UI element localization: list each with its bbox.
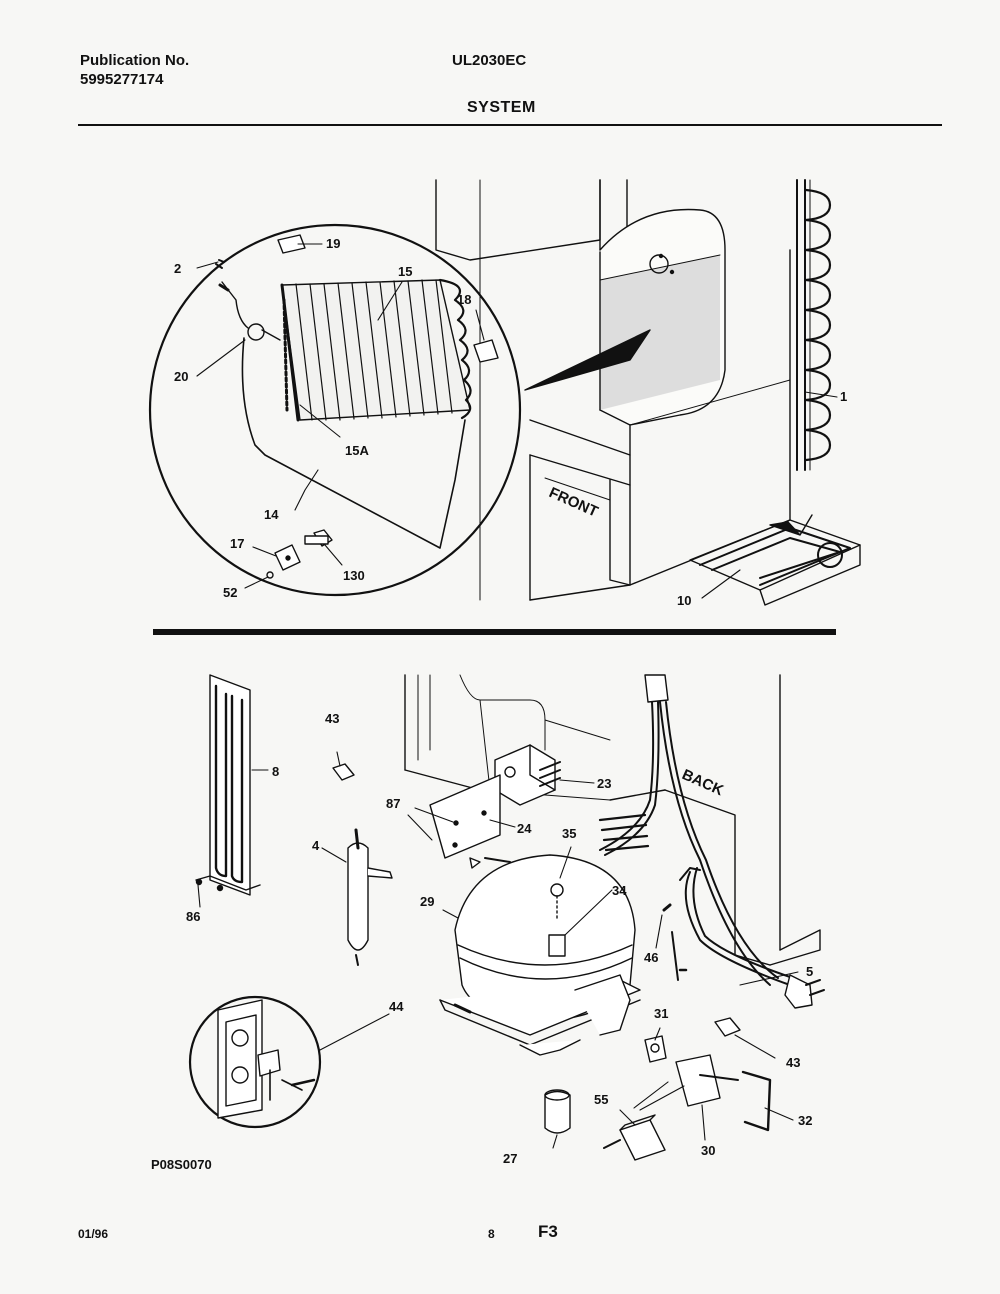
view-pointer — [524, 329, 651, 391]
model-number: UL2030EC — [452, 52, 527, 69]
footer-date: 01/96 — [78, 1227, 109, 1241]
evaporator-clip-top — [277, 234, 306, 254]
callout-130: 130 — [343, 568, 365, 583]
callout-10: 10 — [677, 593, 691, 608]
callout-29: 29 — [420, 894, 434, 909]
front-label: FRONT — [546, 484, 600, 521]
cabinet-rear — [404, 674, 821, 966]
base-drain-coil — [689, 514, 861, 606]
callout-2: 2 — [174, 261, 181, 276]
side-panel-coil — [195, 674, 261, 896]
wall-outlet — [217, 999, 316, 1119]
power-cord — [679, 867, 825, 1009]
relay-wire — [741, 1070, 772, 1132]
callout-24: 24 — [517, 821, 532, 836]
callout-34: 34 — [612, 883, 627, 898]
cord-clip — [332, 763, 355, 781]
callout-35: 35 — [562, 826, 576, 841]
callout-52: 52 — [223, 585, 237, 600]
cabinet-body — [435, 179, 791, 601]
callout-55: 55 — [594, 1092, 608, 1107]
section-divider — [153, 629, 836, 635]
callout-leaders — [196, 243, 838, 1149]
callouts-bottom: 4 5 8 23 24 27 29 30 31 32 34 35 43 43 4… — [186, 711, 813, 1166]
callout-87: 87 — [386, 796, 400, 811]
drain-heater-parts — [266, 529, 333, 579]
callout-46: 46 — [644, 950, 658, 965]
callout-19: 19 — [326, 236, 340, 251]
evaporator-coil — [280, 278, 472, 422]
back-label: BACK — [679, 766, 726, 799]
publication-label: Publication No. — [80, 52, 190, 69]
publication-number: 5995277174 — [80, 71, 164, 88]
defrost-timer-assembly — [429, 744, 561, 859]
cord-clip-2 — [714, 1017, 741, 1037]
detail-circle-outlet — [188, 995, 322, 1129]
callouts-top: 1 2 10 14 15 15A 17 18 19 20 52 130 — [174, 236, 847, 608]
screw-icon-2 — [662, 903, 672, 912]
callout-86: 86 — [186, 909, 200, 924]
callout-32: 32 — [798, 1113, 812, 1128]
callout-14: 14 — [264, 507, 279, 522]
callout-31: 31 — [654, 1006, 668, 1021]
callout-8: 8 — [272, 764, 279, 779]
callout-43-right: 43 — [786, 1055, 800, 1070]
compressor-grommet-screw — [548, 883, 566, 957]
callout-18: 18 — [457, 292, 471, 307]
callout-15a: 15A — [345, 443, 369, 458]
header-divider — [78, 124, 942, 126]
callout-30: 30 — [701, 1143, 715, 1158]
drain-tube — [241, 337, 466, 549]
detail-circle-evaporator — [148, 223, 522, 597]
callout-1: 1 — [840, 389, 847, 404]
evaporator-clip-side — [473, 339, 499, 363]
footer-page-number: 8 — [488, 1227, 495, 1241]
defrost-thermostat — [218, 281, 281, 341]
condenser-coil — [796, 179, 832, 471]
overload-relay — [603, 1035, 739, 1161]
callout-20: 20 — [174, 369, 188, 384]
screw-icon — [215, 259, 225, 269]
callout-5: 5 — [806, 964, 813, 979]
callout-4: 4 — [312, 838, 320, 853]
filter-drier — [347, 828, 393, 966]
callout-43-top: 43 — [325, 711, 339, 726]
harness-tie — [671, 931, 679, 981]
compressor-grommet — [544, 1089, 571, 1134]
callout-15: 15 — [398, 264, 412, 279]
footer-sheet-code: F3 — [538, 1222, 558, 1241]
section-title: SYSTEM — [467, 99, 536, 116]
callout-23: 23 — [597, 776, 611, 791]
wiring-harness — [598, 674, 779, 986]
figure-code: P08S0070 — [151, 1157, 212, 1172]
callout-44: 44 — [389, 999, 404, 1014]
compressor — [439, 854, 641, 1056]
callout-27: 27 — [503, 1151, 517, 1166]
callout-17: 17 — [230, 536, 244, 551]
